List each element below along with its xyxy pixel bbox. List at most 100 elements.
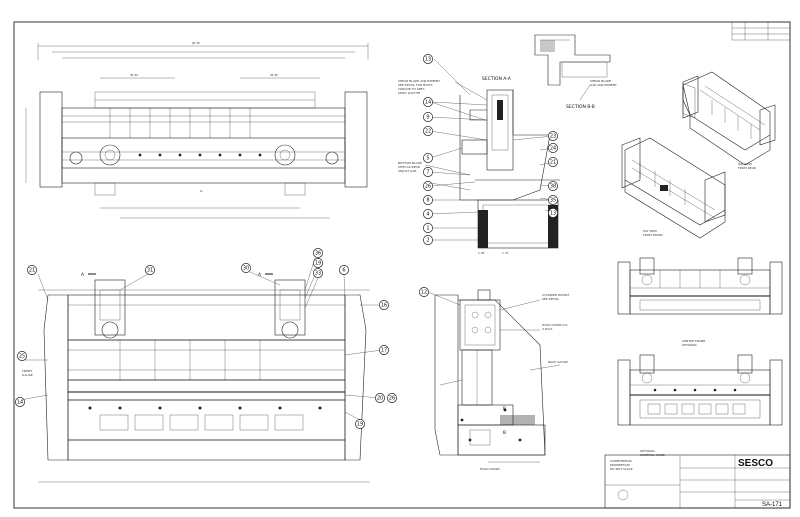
balloon-layer: 13 14 9 2 25 7 26 8 4 12 23 24 21 38 35 13 21 31 30 36 19 33 6… [15,54,558,429]
callout-balloon: 21 [548,157,558,167]
callout-balloon: 14 [15,397,25,407]
svg-text:GAP ADJUSTMENT: GAP ADJUSTMENT [590,83,617,87]
svg-text:GAUGE: GAUGE [22,373,33,377]
callout-number: 23 [550,133,556,139]
drawing-number: SA-171 [762,502,783,508]
callout-number: 12 [421,289,427,295]
svg-text:PROPRIETARY: PROPRIETARY [610,463,630,467]
section-marker-a-left: A [81,272,85,278]
company-logo: SESCO [738,458,773,469]
section-bb-label: SECTION B-B [566,104,595,110]
svg-text:2.00: 2.00 [478,251,485,255]
svg-text:BOTTOM BLADE: BOTTOM BLADE [398,161,422,165]
svg-text:FROM REAR: FROM REAR [738,166,756,170]
section-marker-b-bottom: B [503,430,506,436]
callout-number: 21 [29,267,35,273]
svg-text:CL: CL [200,189,204,193]
svg-text:2 PLCS: 2 PLCS [542,327,552,331]
callout-number: 1 [426,225,429,231]
callout-number: 36 [315,250,321,256]
svg-text:CENTER FRAME: CENTER FRAME [682,339,705,343]
rear-elevation-view: CENTER FRAME OPTIONAL [617,257,783,347]
callout-number: 5 [426,155,429,161]
callout-balloon: 38 [548,181,558,191]
svg-text:38.00: 38.00 [270,73,278,77]
callout-number: 13 [550,210,556,216]
callout-balloon: 1 [423,223,433,233]
section-marker-b-top: B [503,406,506,412]
svg-text:SHEAR BLADE: SHEAR BLADE [590,79,611,83]
callout-balloon: 26 [387,393,397,403]
svg-text:BACK GAUGE: BACK GAUGE [548,360,568,364]
isometric-view-rear: ISO VIEW FROM REAR [682,71,776,170]
title-block: CONFIDENTIAL PROPRIETARY DO NOT SCALE SE… [604,454,791,509]
section-marker-a-right: A [258,272,262,278]
svg-text:SHIM AS REQD: SHIM AS REQD [398,165,421,169]
revision-block [731,21,791,41]
callout-balloon: 19 [313,258,323,268]
svg-text:SEE DETAIL FOR BOLTS: SEE DETAIL FOR BOLTS [398,83,433,87]
callout-number: 13 [425,56,431,62]
callout-number: 6 [342,267,345,273]
callout-balloon: 17 [379,345,389,355]
svg-text:APPLY LOCTITE: APPLY LOCTITE [398,91,420,95]
sheet-border [13,21,791,509]
svg-text:ISO VIEW: ISO VIEW [738,162,752,166]
callout-number: 35 [550,197,556,203]
svg-text:CYLINDER MOUNT: CYLINDER MOUNT [542,293,569,297]
svg-text:3.75: 3.75 [502,251,509,255]
svg-text:TORQUE TO SPEC: TORQUE TO SPEC [397,87,425,91]
callout-balloon: 33 [313,268,323,278]
front-elevation-view: A A FRONT GAUGE [19,257,383,483]
callout-balloon: 36 [313,248,323,258]
section-aa-view: SECTION A-A SHEAR BLADE ADJUSTMENT SEE D… [397,58,560,255]
callout-balloon: 8 [423,195,433,205]
callout-number: 4 [426,211,429,217]
svg-text:ISO VIEW: ISO VIEW [643,229,657,233]
callout-balloon: 21 [27,265,37,275]
svg-text:OPTIONAL: OPTIONAL [640,449,656,453]
callout-number: 17 [381,347,387,353]
svg-text:SHEAR BLADE ADJUSTMENT: SHEAR BLADE ADJUSTMENT [398,79,440,83]
callout-number: 2 [426,237,429,243]
callout-number: 25 [19,353,25,359]
plan-view: 96.00 38.00 38.00 CL [25,41,369,219]
callout-balloon: 16 [379,300,389,310]
svg-text:HOLD DOWN: HOLD DOWN [480,467,499,471]
callout-balloon: 26 [423,181,433,191]
callout-balloon: 4 [423,209,433,219]
callout-balloon: 2 [423,235,433,245]
callout-number: 21 [550,159,556,165]
front-elevation-right-view: OPTIONAL CONTROL PANEL [617,354,783,457]
svg-text:ADJUST GAP: ADJUST GAP [398,169,417,173]
callout-balloon: 24 [548,143,558,153]
callout-balloon: 5 [423,153,433,163]
svg-text:SEE DETAIL: SEE DETAIL [542,297,559,301]
callout-balloon: 35 [548,195,558,205]
callout-number: 38 [550,183,556,189]
callout-number: 26 [425,183,431,189]
callout-balloon: 20 [375,393,385,403]
callout-balloon: 9 [423,112,433,122]
callout-balloon: 13 [548,208,558,218]
callout-balloon: 23 [548,131,558,141]
callout-balloon: 7 [423,167,433,177]
callout-balloon: 30 [241,263,251,273]
callout-number: 24 [550,145,556,151]
callout-balloon: 19 [355,419,365,429]
svg-text:96.00: 96.00 [192,41,200,45]
svg-text:HOLD DOWN CYL: HOLD DOWN CYL [542,323,568,327]
svg-text:OPTIONAL: OPTIONAL [682,343,698,347]
callout-number: 33 [315,270,321,276]
callout-number: 26 [389,395,395,401]
callout-number: 31 [147,267,153,273]
section-bb-view: SECTION B-B SHEAR BLADE GAP ADJUSTMENT [534,34,617,110]
callout-balloon: 6 [339,265,349,275]
callout-number: 19 [357,421,363,427]
section-aa-label: SECTION A-A [482,76,512,82]
svg-text:FRONT: FRONT [22,369,32,373]
callout-number: 20 [377,395,383,401]
callout-number: 7 [426,169,429,175]
callout-balloon: 31 [145,265,155,275]
